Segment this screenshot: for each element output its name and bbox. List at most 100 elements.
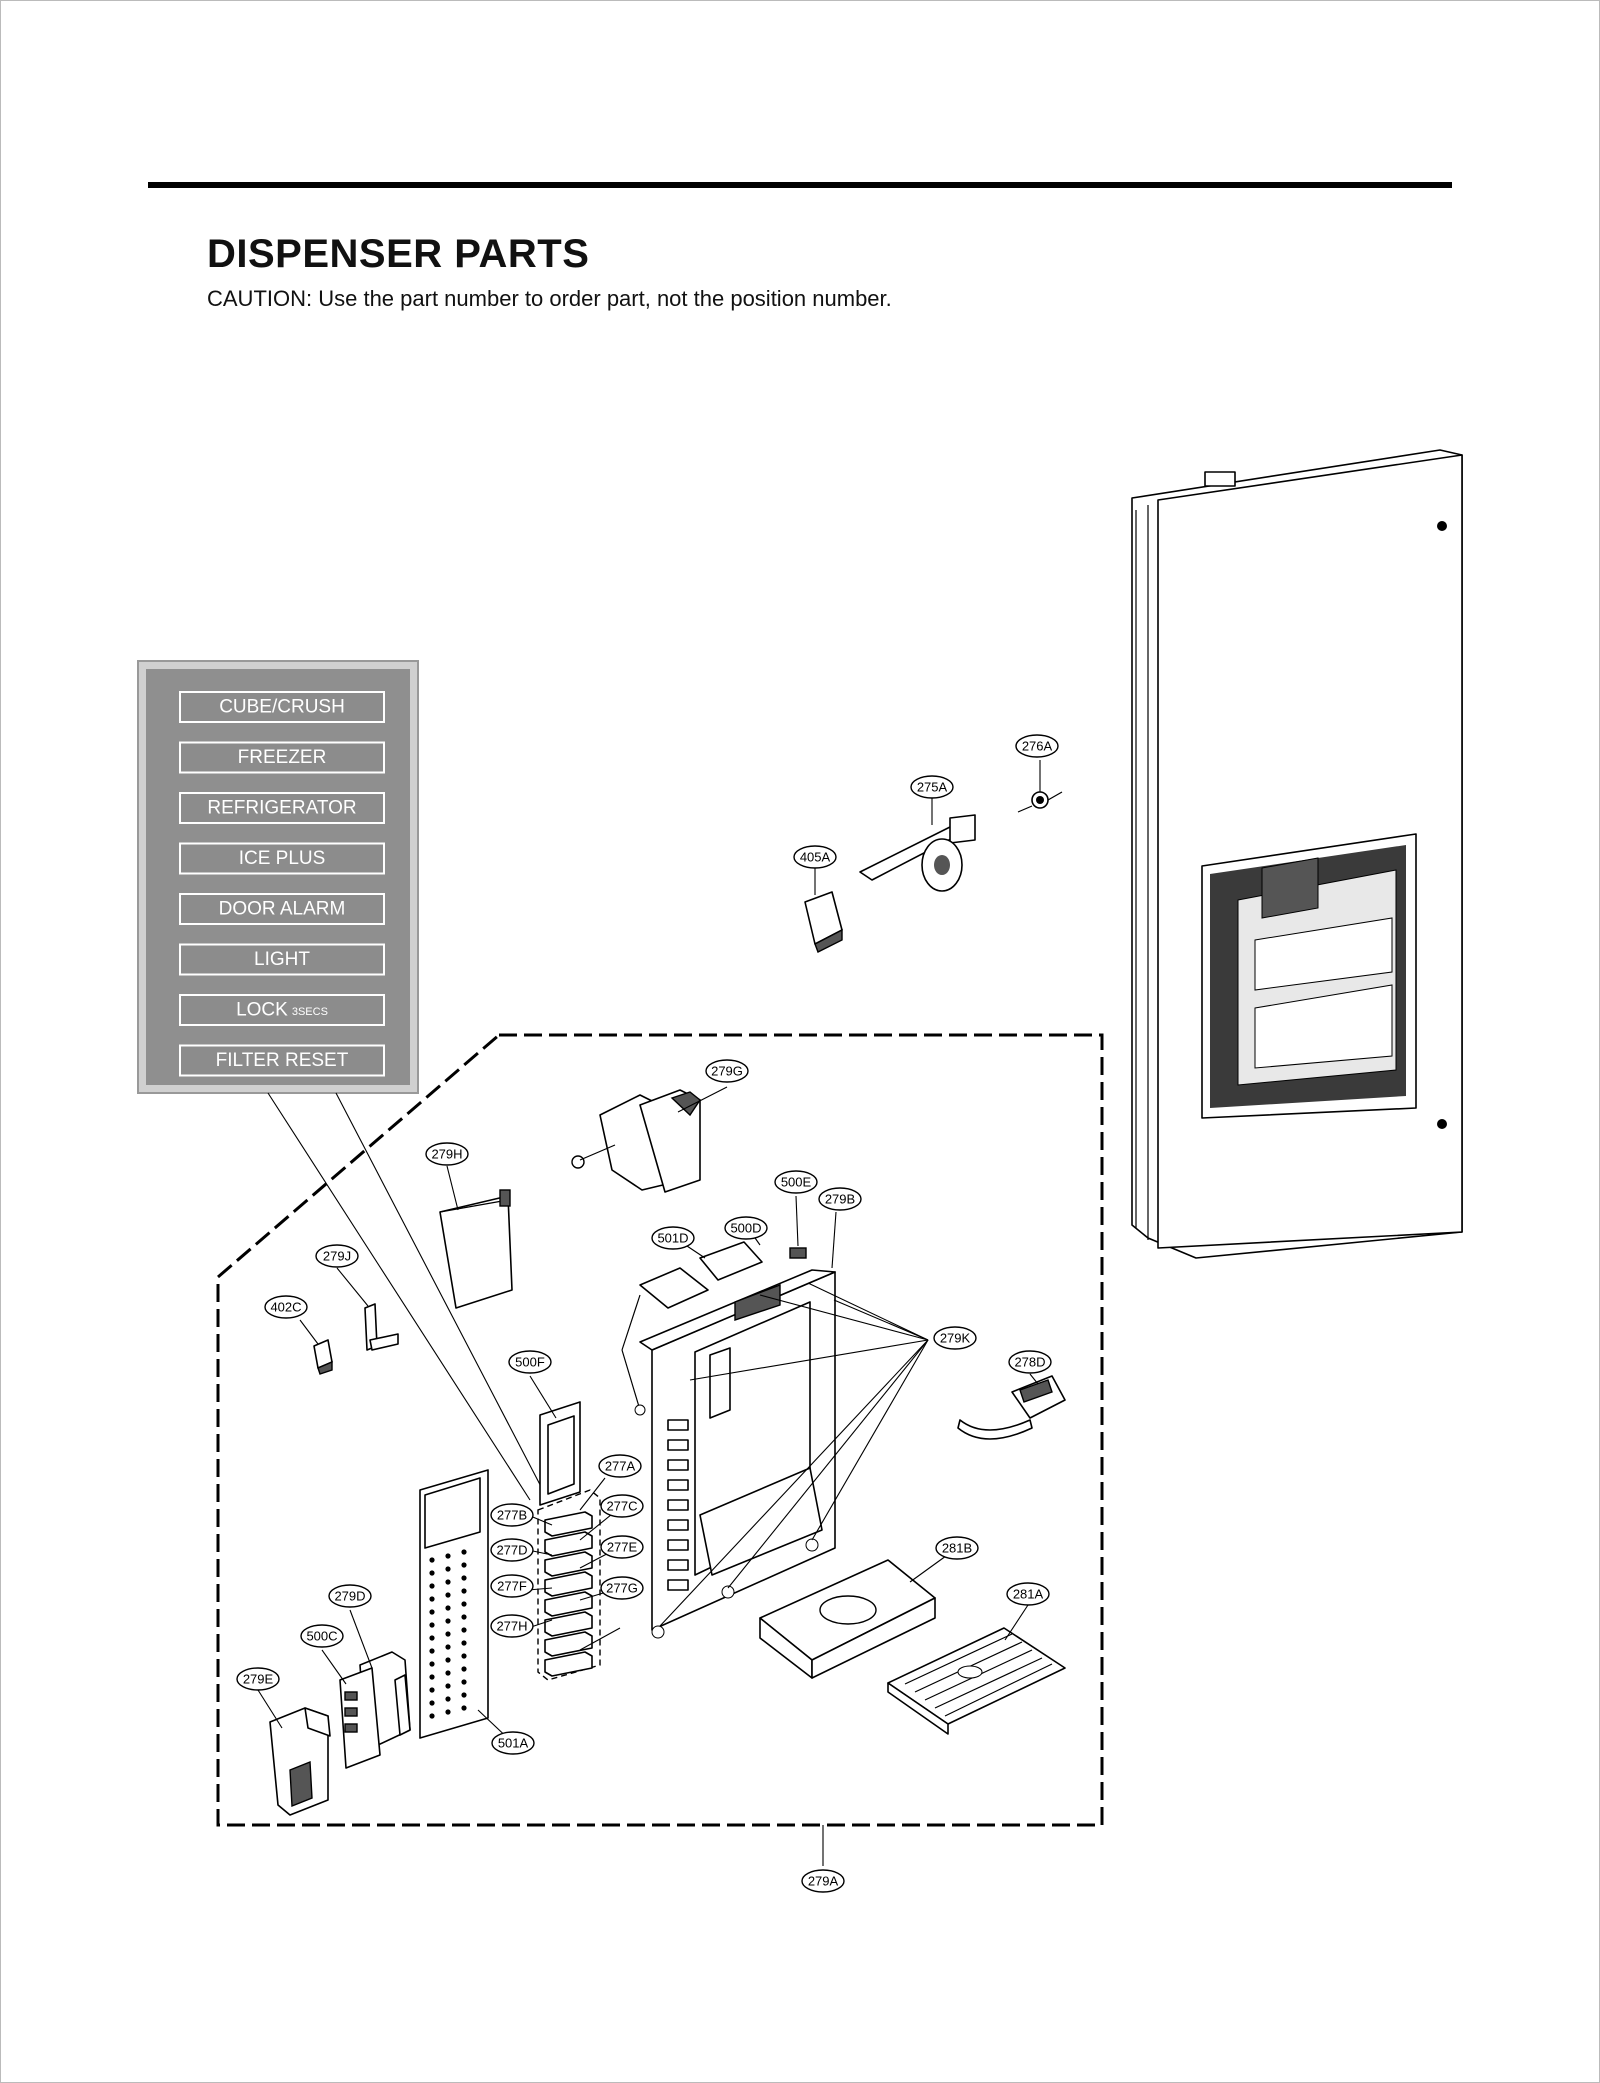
board-dot [445,1657,451,1663]
panel-button-label: LIGHT [254,949,310,970]
part-275A-lever [859,797,976,892]
panel-button-label: CUBE/CRUSH [219,697,345,718]
callout-ellipse [818,1187,862,1211]
callout-277F: 277F [490,1574,534,1598]
callout-279J: 279J [315,1244,359,1268]
callout-500C: 500C [300,1624,344,1648]
callout-label: 277H [496,1619,527,1634]
callout-label: 277A [605,1459,636,1474]
button-key [544,1611,593,1637]
part-276A-spring [1017,760,1063,813]
panel-button-frame [179,893,385,925]
callout-ellipse [328,1584,372,1608]
board-dot [445,1631,451,1637]
callout-label: 281B [942,1541,972,1556]
callout-279A: 279A [801,1869,845,1893]
board-dot [429,1648,435,1654]
callout-ellipse [1015,734,1059,758]
board-dot [445,1579,451,1585]
callout-ellipse [1008,1350,1052,1374]
callout-label: 500E [781,1175,812,1190]
panel-button-door-alarm: DOOR ALARM [179,893,385,925]
button-key [544,1571,593,1597]
callout-ellipse [264,1295,308,1319]
callout-278D: 278D [1008,1350,1052,1374]
board-dot [429,1700,435,1706]
callout-label: 279G [711,1064,743,1079]
part-279B-housing [639,1211,837,1639]
board-dot [429,1713,435,1719]
callout-277G: 277G [600,1576,644,1600]
callout-ellipse [490,1614,534,1638]
panel-button-light: LIGHT [179,943,385,976]
board-dot [445,1683,451,1689]
callout-label: 279D [334,1589,365,1604]
board-dot [461,1614,467,1620]
callout-ellipse [600,1535,644,1559]
board-dot [461,1575,467,1581]
part-405A-switch [804,867,843,953]
callout-ellipse [651,1226,695,1250]
callout-277H: 277H [490,1614,534,1638]
callout-label: 405A [800,850,831,865]
callout-label: 279A [808,1874,839,1889]
panel-button-frame [179,994,385,1026]
callout-label: 402C [270,1300,301,1315]
part-279K-screws [659,1282,929,1627]
callout-ellipse [598,1454,642,1478]
callout-label: 500F [515,1355,545,1370]
callout-277C: 277C [600,1494,644,1518]
callout-label: 278D [1014,1355,1045,1370]
part-279E-cover [257,1689,331,1816]
board-dot [445,1553,451,1559]
board-dot [429,1570,435,1576]
board-dot [429,1609,435,1615]
panel-button-frame [179,1044,385,1077]
callout-277A: 277A [598,1454,642,1478]
panel-button-frame [179,792,385,824]
panel-button-label: DOOR ALARM [219,899,346,920]
callout-label: 500D [730,1221,761,1236]
callout-label: 277D [496,1543,527,1558]
panel-button-label: REFRIGERATOR [207,798,356,819]
callout-279G: 279G [705,1059,749,1083]
part-278D-lever [957,1373,1066,1440]
callout-label: 500C [306,1629,337,1644]
panel-button-cube-crush: CUBE/CRUSH [179,691,385,723]
board-dot [461,1549,467,1555]
callout-402C: 402C [264,1295,308,1319]
panel-button-frame [179,741,385,774]
top-rule [148,182,1452,188]
callout-405A: 405A [793,845,837,869]
callout-ellipse [705,1059,749,1083]
callout-label: 279K [940,1331,971,1346]
callout-ellipse [1006,1582,1050,1606]
callout-279E: 279E [236,1667,280,1691]
callout-ellipse [490,1538,534,1562]
callout-277B: 277B [490,1503,534,1527]
board-dot [429,1635,435,1641]
part-500E-connector [789,1195,807,1259]
callout-label: 279J [323,1249,351,1264]
board-dot [429,1687,435,1693]
board-dot [429,1661,435,1667]
page-title: DISPENSER PARTS [207,232,590,276]
callout-ellipse [300,1624,344,1648]
board-dot [429,1557,435,1563]
panel-button-filter-reset: FILTER RESET [179,1044,385,1077]
panel-button-refrigerator: REFRIGERATOR [179,792,385,824]
caution-note: CAUTION: Use the part number to order pa… [207,286,892,311]
part-500C-board [321,1649,381,1769]
callout-label: 501A [498,1736,529,1751]
callout-label: 279E [243,1672,274,1687]
board-dot [445,1592,451,1598]
callout-ellipse [491,1731,535,1755]
part-402C-sensor [299,1319,333,1375]
button-key [544,1651,593,1677]
callout-label: 276A [1022,739,1053,754]
callout-500F: 500F [508,1350,552,1374]
callout-281B: 281B [935,1536,979,1560]
callout-ellipse [935,1536,979,1560]
